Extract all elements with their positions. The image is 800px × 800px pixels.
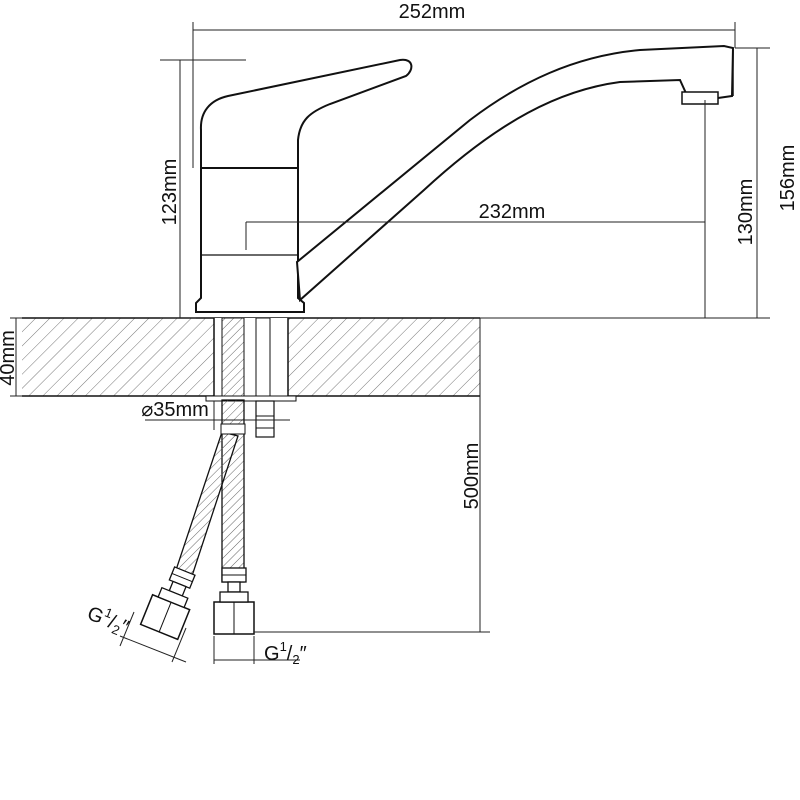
spout	[295, 44, 735, 303]
dim-mount-diameter: ⌀35mm	[141, 399, 209, 421]
hose-nut-right	[213, 567, 255, 635]
faucet-body	[195, 167, 305, 313]
dim-body-height: 123mm	[159, 159, 181, 226]
dimension-lines	[10, 22, 770, 664]
dim-countertop-thickness: 40mm	[0, 330, 19, 386]
dim-total-width: 252mm	[399, 1, 466, 23]
dim-spout-reach: 232mm	[479, 201, 546, 223]
svg-text:G1/2″: G1/2″	[83, 599, 133, 641]
thread-label-left: G1/2″	[83, 599, 133, 641]
mounting-shank	[205, 317, 297, 438]
dim-hose-length: 500mm	[461, 443, 483, 510]
supply-hoses	[175, 399, 246, 583]
lever-handle	[199, 58, 413, 169]
hose-nut-left	[139, 566, 196, 641]
thread-label-right: G1/2″	[264, 639, 307, 667]
dim-total-height: 156mm	[777, 145, 799, 212]
dim-spout-height: 130mm	[735, 179, 757, 246]
svg-text:G1/2″: G1/2″	[264, 639, 307, 667]
